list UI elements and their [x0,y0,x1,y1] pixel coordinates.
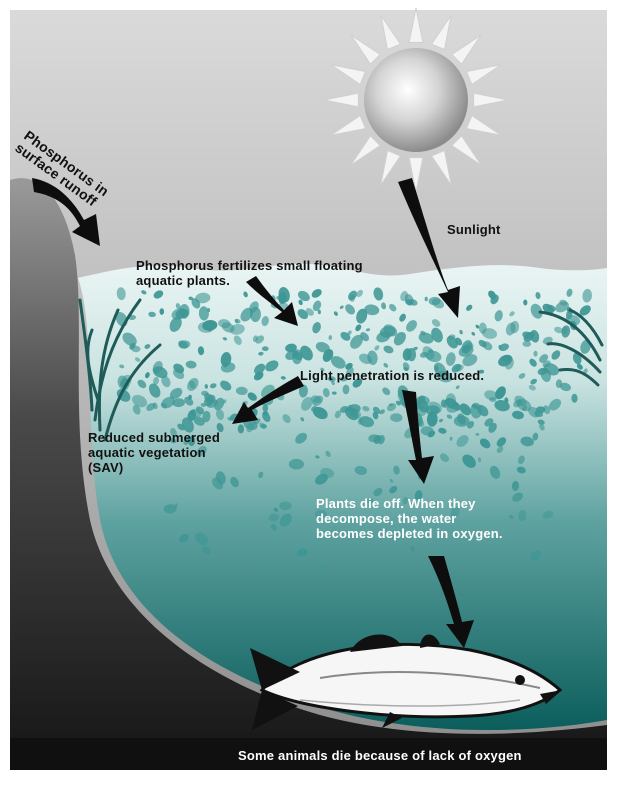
label-fertilizes: Phosphorus fertilizes small floating aqu… [136,258,363,288]
label-plants-die: Plants die off. When they decompose, the… [316,496,503,541]
label-animals-die-text: Some animals die because of lack of oxyg… [238,748,522,763]
plankton-particle [450,437,453,441]
label-reduced-sav-line2: aquatic vegetation [88,445,220,460]
plankton-particle [238,424,244,433]
sun-icon [364,48,468,152]
label-reduced-sav: Reduced submerged aquatic vegetation (SA… [88,430,220,475]
plankton-particle [289,459,304,470]
label-sunlight-text: Sunlight [447,222,501,237]
label-plants-die-line3: becomes depleted in oxygen. [316,526,503,541]
label-light-reduced: Light penetration is reduced. [300,368,484,383]
plankton-particle [159,308,164,315]
label-reduced-sav-line1: Reduced submerged [88,430,220,445]
label-reduced-sav-line3: (SAV) [88,460,220,475]
label-light-reduced-text: Light penetration is reduced. [300,368,484,383]
label-plants-die-line2: decompose, the water [316,511,503,526]
label-fertilizes-line1: Phosphorus fertilizes small floating [136,258,363,273]
label-animals-die: Some animals die because of lack of oxyg… [238,748,522,763]
label-plants-die-line1: Plants die off. When they [316,496,503,511]
label-sunlight: Sunlight [447,222,501,237]
label-fertilizes-line2: aquatic plants. [136,273,363,288]
